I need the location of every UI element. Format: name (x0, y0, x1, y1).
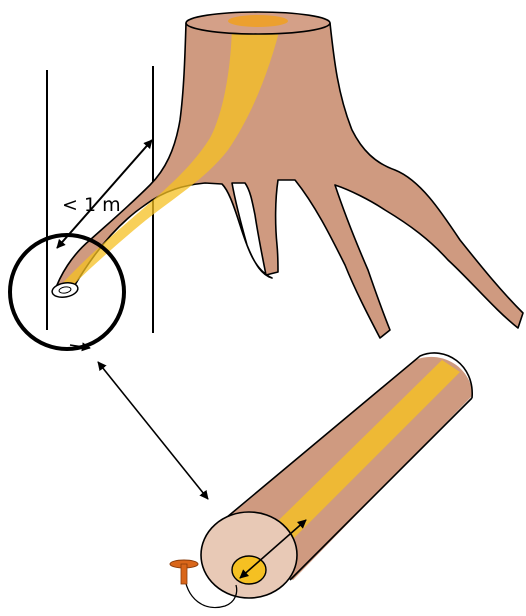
sample-end-face (201, 512, 297, 598)
stump-top-pith (228, 15, 288, 27)
nail-shank (181, 564, 187, 584)
marker-nail-icon (170, 560, 198, 584)
link-arrow (98, 362, 208, 499)
root-sample (184, 353, 473, 608)
distance-label: < 1 m (62, 194, 121, 216)
